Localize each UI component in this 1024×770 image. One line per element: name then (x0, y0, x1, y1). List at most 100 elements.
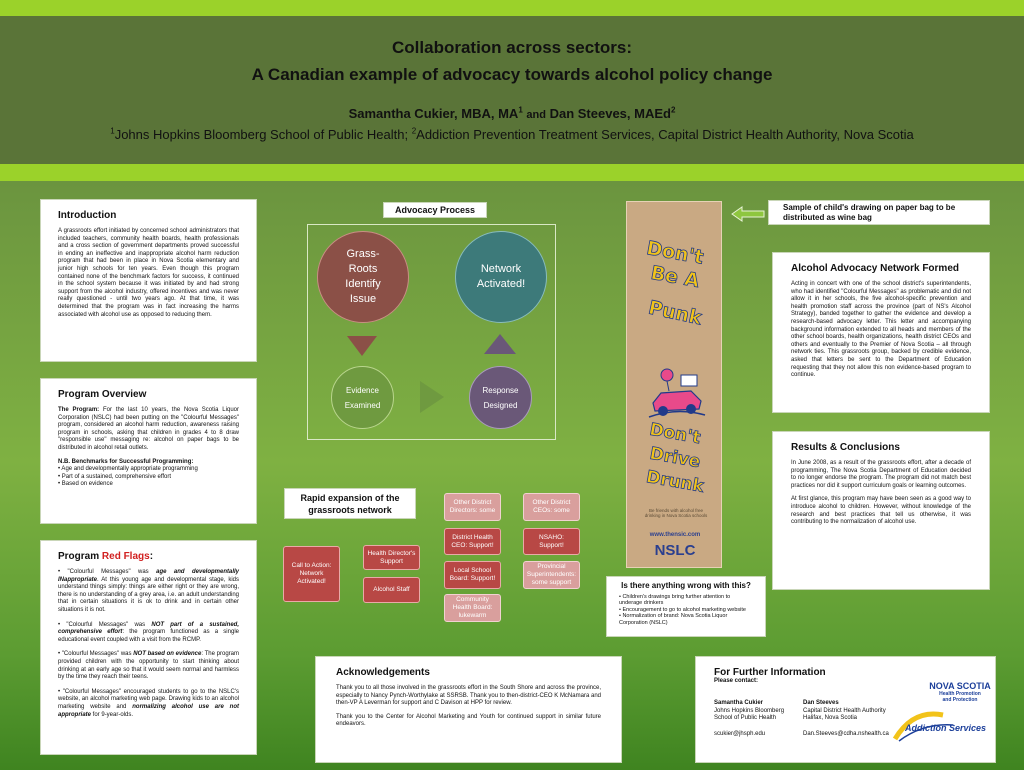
mid-accent-bar (0, 164, 1024, 181)
police-car-drawing-icon (648, 368, 706, 418)
arrow-up-icon (484, 334, 516, 354)
further-information-section: For Further Information Please contact: … (695, 656, 996, 763)
paper-bag-image: Don't Be A Punk Don't Drive Drunk Be fri… (626, 201, 722, 568)
advocacy-process-frame (307, 224, 556, 440)
acknowledgements-section: Acknowledgements Thank you to all those … (315, 656, 622, 763)
bag-fine-print: Be friends with alcohol free drinking in… (644, 508, 708, 518)
rapid-expansion-label: Rapid expansion of the grassroots networ… (284, 488, 416, 519)
node-local-school-board: Local School Board: Support! (444, 561, 501, 589)
nova-scotia-logo-text: NOVA SCOTIA (929, 681, 991, 691)
benchmark-item: • Age and developmentally appropriate pr… (58, 466, 198, 473)
anything-wrong-section: Is there anything wrong with this? • Chi… (606, 576, 766, 637)
results-title: Results & Conclusions (791, 442, 900, 453)
affil1: Johns Hopkins Bloomberg School of Public… (114, 127, 412, 142)
program-overview-section: Program Overview The Program: For the la… (40, 378, 257, 524)
red-flag-item: • "Colourful Messages" was age and devel… (58, 569, 239, 613)
bag-url: www.thensic.com (649, 532, 701, 538)
poster-affiliations: 1Johns Hopkins Bloomberg School of Publi… (0, 127, 1024, 142)
wrong-item: • Normalization of brand: Nova Scotia Li… (619, 613, 728, 626)
anything-wrong-title: Is there anything wrong with this? (621, 581, 751, 590)
poster-title-line2: A Canadian example of advocacy towards a… (251, 65, 773, 84)
acknowledgements-title: Acknowledgements (336, 667, 430, 678)
contact-steeves: Dan Steeves Capital District Health Auth… (803, 700, 889, 738)
addiction-services-swoosh-icon (892, 711, 954, 742)
top-accent-bar (0, 0, 1024, 16)
grassroots-circle: Grass-Roots Identify Issue (317, 231, 409, 323)
red-flag-item: • "Colourful Messages" was NOT part of a… (58, 621, 239, 643)
author2-sup: 2 (670, 105, 676, 115)
evidence-label-2: Examined (344, 400, 381, 410)
network-formed-text: Acting in concert with one of the school… (791, 281, 971, 379)
poster-title-line1: Collaboration across sectors: (392, 38, 632, 57)
results-paragraph: In June 2008, as a result of the grassro… (791, 460, 971, 489)
nova-scotia-logo: NOVA SCOTIA Health Promotion and Protect… (929, 681, 991, 703)
contact-name: Samantha Cukier (714, 700, 764, 706)
bag-text: Punk (646, 296, 704, 330)
node-health-director: Health Director's Support (363, 545, 420, 570)
program-overview-title: Program Overview (58, 389, 147, 400)
affil2: Addiction Prevention Treatment Services,… (416, 127, 914, 142)
red-flag-item: • "Colourful Messages" was NOT based on … (58, 651, 239, 681)
network-formed-section: Alcohol Advocacy Network Formed Acting i… (772, 252, 990, 413)
node-community-health-board: Community Health Board: lukewarm (444, 594, 501, 622)
addiction-services-logo: Addiction Services (892, 705, 995, 745)
bag-caption: Sample of child's drawing on paper bag t… (768, 200, 990, 225)
nova-scotia-logo-sub: and Protection (942, 697, 978, 703)
arrow-left-icon (731, 206, 765, 222)
contact-name: Dan Steeves (803, 700, 839, 706)
contact-org: Capital District Health Authority (803, 707, 886, 714)
results-paragraph: At first glance, this program may have b… (791, 496, 971, 526)
acknowledgements-text: Thank you to all those involved in the g… (336, 685, 601, 729)
red-flag-item: • "Colourful Messages" encouraged studen… (58, 688, 239, 718)
red-flags-title-a: Program (58, 551, 102, 562)
advocacy-process-label: Advocacy Process (383, 202, 487, 218)
red-flags-title: Program Red Flags: (58, 551, 239, 562)
introduction-text: A grassroots effort initiated by concern… (58, 228, 239, 318)
introduction-section: Introduction A grassroots effort initiat… (40, 199, 257, 362)
author2: Dan Steeves, MAEd (549, 106, 671, 121)
poster-header: Collaboration across sectors: A Canadian… (0, 16, 1024, 164)
ack-paragraph: Thank you to all those involved in the g… (336, 685, 601, 706)
ack-paragraph: Thank you to the Center for Alcohol Mark… (336, 713, 601, 728)
node-provincial-superintendents: Provincial Superintendents: some support (523, 561, 580, 589)
network-activated-label: Network Activated! (476, 263, 526, 290)
results-text: In June 2008, as a result of the grassro… (791, 460, 971, 527)
grassroots-label: Grass-Roots Identify Issue (345, 248, 381, 305)
network-formed-title: Alcohol Advocacy Network Formed (791, 263, 959, 274)
node-other-district-ceos: Other District CEOs: some (523, 493, 580, 521)
red-flags-title-c: : (149, 551, 154, 562)
further-info-subtitle: Please contact: (714, 678, 759, 684)
node-other-district-directors: Other District Directors: some (444, 493, 501, 521)
response-label-1: Response (482, 385, 519, 395)
program-lead: The Program: (58, 407, 100, 413)
benchmarks-title: N.B. Benchmarks for Successful Programmi… (58, 458, 194, 465)
author1-sup: 1 (518, 105, 523, 115)
addiction-services-text: Addiction Services (905, 723, 987, 733)
node-nsaho: NSAHO: Support! (523, 528, 580, 555)
contact-org: Halifax, Nova Scotia (803, 715, 858, 722)
affil2-sup: 2 (411, 126, 417, 136)
node-alcohol-staff: Alcohol Staff (363, 577, 420, 603)
introduction-title: Introduction (58, 210, 117, 221)
contact-cukier: Samantha Cukier Johns Hopkins Bloomberg … (714, 700, 784, 738)
bag-brand-logo: NSLC (654, 542, 696, 559)
poster-authors: Samantha Cukier, MBA, MA1 and Dan Steeve… (0, 106, 1024, 121)
network-activated-circle: Network Activated! (455, 231, 547, 323)
contact-email[interactable]: Dan.Steeves@cdha.nshealth.ca (803, 730, 889, 737)
evidence-label-1: Evidence (346, 385, 379, 395)
arrow-right-icon (420, 381, 444, 413)
node-call-to-action: Call to Action: Network Activated! (283, 546, 340, 602)
node-district-health-ceo: District Health CEO: Support! (444, 528, 501, 555)
results-section: Results & Conclusions In June 2008, as a… (772, 431, 990, 590)
contact-org: School of Public Health (714, 715, 777, 722)
benchmark-item: • Based on evidence (58, 481, 113, 488)
red-flags-title-b: Red Flags (101, 551, 150, 562)
benchmark-item: • Part of a sustained, comprehensive eff… (58, 473, 172, 480)
nova-scotia-logo-sub: Health Promotion (939, 691, 981, 697)
contact-email[interactable]: scukier@jhsph.edu (714, 730, 766, 737)
author1: Samantha Cukier, MBA, MA (348, 106, 519, 121)
further-info-title: For Further Information (714, 667, 826, 678)
response-label-2: Designed (483, 400, 518, 410)
